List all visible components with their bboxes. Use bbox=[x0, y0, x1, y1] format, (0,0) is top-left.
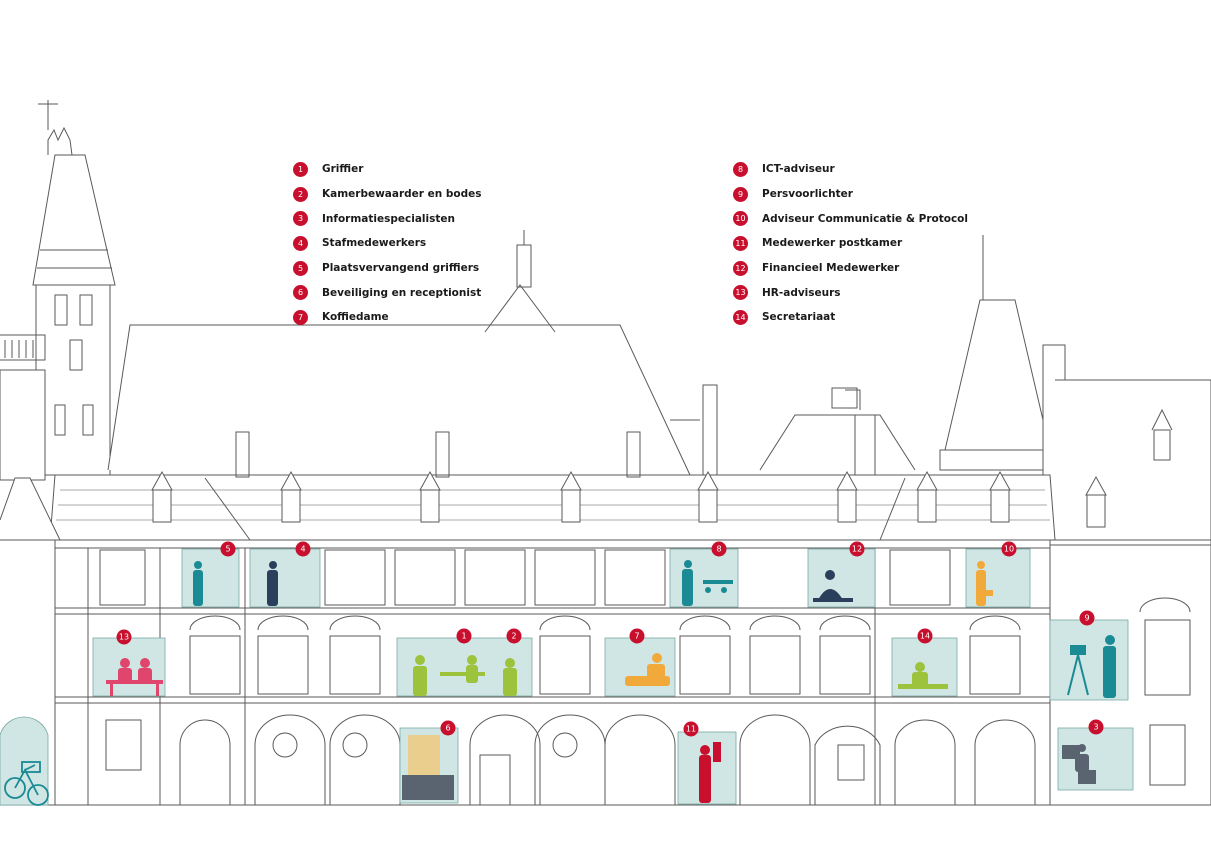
legend-label: Informatiespecialisten bbox=[322, 212, 455, 225]
room-4 bbox=[249, 548, 321, 608]
figure-persvoorlichter bbox=[1067, 635, 1116, 698]
legend-number-badge: 11 bbox=[733, 235, 748, 251]
legend-label: Koffiedame bbox=[322, 311, 389, 324]
figure-stafmedewerker bbox=[267, 561, 278, 606]
room-marker: 13 bbox=[116, 629, 132, 645]
legend-item: 13 HR-adviseurs bbox=[733, 280, 968, 305]
room-9 bbox=[1049, 619, 1129, 701]
legend-label: Medewerker postkamer bbox=[762, 237, 903, 250]
room-marker: 10 bbox=[1001, 541, 1017, 557]
figures bbox=[4, 560, 1116, 806]
room-marker: 9 bbox=[1079, 610, 1095, 626]
room-12 bbox=[807, 548, 876, 608]
figure-secretariaat bbox=[898, 662, 948, 689]
legend-number-badge: 5 bbox=[293, 260, 308, 276]
dormers bbox=[151, 470, 1107, 528]
legend-number-badge: 2 bbox=[293, 186, 308, 202]
room-marker: 1 bbox=[456, 628, 472, 644]
legend-label: Adviseur Communicatie & Protocol bbox=[762, 212, 968, 225]
room-marker: 4 bbox=[295, 541, 311, 557]
legend-right: 8 ICT-adviseur 9 Persvoorlichter 10 Adviseu… bbox=[733, 157, 968, 330]
figure-financieel-medewerker bbox=[813, 570, 853, 602]
figure-adviseur-communicatie bbox=[976, 561, 993, 606]
legend-label: Kamerbewaarder en bodes bbox=[322, 188, 482, 201]
legend-number-badge: 10 bbox=[733, 211, 748, 227]
room-marker: 3 bbox=[1088, 719, 1104, 735]
legend-item: 1 Griffier bbox=[293, 157, 482, 182]
legend-number-badge: 14 bbox=[733, 309, 748, 325]
room-13 bbox=[92, 637, 166, 697]
bicycle-icon bbox=[4, 761, 49, 806]
legend-label: Stafmedewerkers bbox=[322, 237, 427, 250]
legend-number-badge: 13 bbox=[733, 285, 748, 301]
legend-number-badge: 4 bbox=[293, 235, 308, 251]
room-marker: 5 bbox=[220, 541, 236, 557]
legend-item: 4 Stafmedewerkers bbox=[293, 231, 482, 256]
room-marker: 7 bbox=[629, 628, 645, 644]
legend-label: ICT-adviseur bbox=[762, 163, 835, 176]
legend-left: 1 Griffier 2 Kamerbewaarder en bodes 3 Info… bbox=[293, 157, 482, 330]
legend-label: HR-adviseurs bbox=[762, 286, 841, 299]
room-8 bbox=[669, 548, 739, 608]
legend-item: 5 Plaatsvervangend griffiers bbox=[293, 256, 482, 281]
room-marker: 11 bbox=[683, 721, 699, 737]
figure-informatiespecialist bbox=[1062, 744, 1096, 784]
legend-item: 6 Beveiliging en receptionist bbox=[293, 280, 482, 305]
room-10 bbox=[965, 548, 1031, 608]
figure-beveiliging bbox=[402, 735, 454, 800]
room-marker: 8 bbox=[711, 541, 727, 557]
legend-number-badge: 12 bbox=[733, 260, 748, 276]
legend-label: Griffier bbox=[322, 163, 364, 176]
figure-griffier-and-bodes bbox=[413, 655, 517, 696]
legend-item: 10 Adviseur Communicatie & Protocol bbox=[733, 206, 968, 231]
legend-label: Persvoorlichter bbox=[762, 188, 853, 201]
figure-hr-adviseurs bbox=[106, 658, 163, 696]
legend-item: 14 Secretariaat bbox=[733, 305, 968, 330]
figure-koffiedame bbox=[625, 653, 670, 686]
legend-label: Secretariaat bbox=[762, 311, 836, 324]
room-marker: 14 bbox=[917, 628, 933, 644]
legend-label: Plaatsvervangend griffiers bbox=[322, 262, 480, 275]
legend-item: 2 Kamerbewaarder en bodes bbox=[293, 182, 482, 207]
legend-item: 8 ICT-adviseur bbox=[733, 157, 968, 182]
legend-number-badge: 9 bbox=[733, 186, 748, 202]
legend-label: Beveiliging en receptionist bbox=[322, 286, 482, 299]
legend-number-badge: 1 bbox=[293, 161, 308, 177]
legend-number-badge: 3 bbox=[293, 211, 308, 227]
room-marker: 12 bbox=[849, 541, 865, 557]
legend-item: 3 Informatiespecialisten bbox=[293, 206, 482, 231]
room-5 bbox=[181, 548, 240, 608]
side-arch-room bbox=[0, 716, 49, 806]
legend-item: 7 Koffiedame bbox=[293, 305, 482, 330]
legend-item: 11 Medewerker postkamer bbox=[733, 231, 968, 256]
legend-number-badge: 6 bbox=[293, 285, 308, 301]
legend-number-badge: 8 bbox=[733, 161, 748, 177]
figure-postkamer bbox=[699, 742, 721, 803]
legend-number-badge: 7 bbox=[293, 309, 308, 325]
figure-ict-adviseur bbox=[682, 560, 733, 606]
main-roof bbox=[0, 431, 1211, 541]
legend-item: 12 Financieel Medewerker bbox=[733, 256, 968, 281]
legend-item: 9 Persvoorlichter bbox=[733, 182, 968, 207]
left-tower bbox=[0, 100, 116, 481]
room-marker: 2 bbox=[506, 628, 522, 644]
figure-plaatsvervangend-griffier bbox=[193, 561, 203, 606]
room-marker: 6 bbox=[440, 720, 456, 736]
legend-label: Financieel Medewerker bbox=[762, 262, 900, 275]
